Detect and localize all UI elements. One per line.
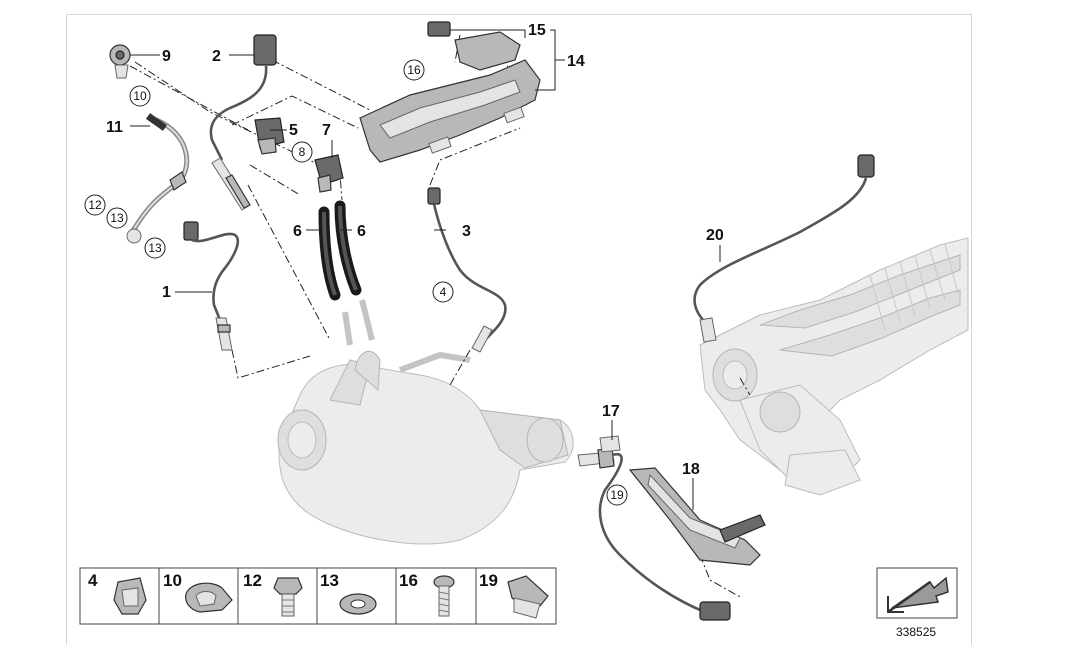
callout-9: 9 (162, 48, 171, 65)
callout-1: 1 (162, 284, 171, 301)
small-parts-legend: 4 10 12 13 16 19 (79, 567, 557, 625)
sensor-3 (427, 187, 507, 353)
hoses-6 (318, 200, 362, 301)
svg-text:19: 19 (479, 571, 498, 590)
temperature-sensor-1 (183, 221, 240, 351)
callout-3: 3 (462, 223, 471, 240)
callout-labels: 9 2 11 5 7 6 6 3 1 15 14 17 18 20 (106, 22, 724, 478)
circled-callout-16: 16 (403, 59, 425, 81)
circled-callout-19: 19 (606, 484, 628, 506)
svg-text:19: 19 (610, 488, 624, 502)
callout-15: 15 (528, 22, 546, 39)
callout-5: 5 (289, 122, 298, 139)
orientation-arrow-box (876, 567, 958, 619)
circled-callout-4: 4 (432, 281, 454, 303)
svg-text:12: 12 (243, 571, 262, 590)
pressure-line-assembly (109, 44, 190, 244)
svg-text:4: 4 (440, 285, 447, 299)
legend-item-12: 12 (243, 571, 303, 617)
callout-17: 17 (602, 403, 620, 420)
circled-callout-10: 10 (129, 85, 151, 107)
pressure-sensor-5 (254, 117, 285, 155)
intake-manifold-ghost (699, 237, 969, 496)
callout-7: 7 (322, 122, 331, 139)
arrow-direction-icon (887, 576, 949, 614)
leader-lines (130, 29, 721, 510)
circled-callout-12: 12 (84, 194, 106, 216)
legend-item-13: 13 (320, 571, 377, 615)
svg-text:13: 13 (148, 241, 162, 255)
circled-callout-13-a: 13 (106, 207, 128, 229)
callout-18: 18 (682, 461, 700, 478)
legend-item-19: 19 (479, 571, 549, 619)
sensor-17 (577, 435, 731, 621)
callout-20: 20 (706, 227, 724, 244)
legend-item-10: 10 (163, 571, 233, 613)
svg-text:16: 16 (407, 63, 421, 77)
callout-6-right: 6 (357, 223, 366, 240)
svg-text:10: 10 (163, 571, 182, 590)
sensor-bracket (359, 21, 541, 163)
svg-text:4: 4 (88, 571, 98, 590)
callout-6-left: 6 (293, 223, 302, 240)
pressure-sensor-7 (314, 154, 344, 193)
sensor-2 (209, 34, 277, 211)
svg-text:12: 12 (88, 198, 102, 212)
reference-number: 338525 (896, 625, 936, 639)
circled-callout-8: 8 (291, 141, 313, 163)
callout-11: 11 (106, 119, 123, 136)
svg-text:13: 13 (320, 571, 339, 590)
legend-item-4: 4 (88, 571, 147, 615)
svg-text:13: 13 (110, 211, 124, 225)
circled-callouts: 10 16 8 12 13 13 4 19 (84, 59, 628, 506)
particulate-filter-ghost (277, 299, 574, 545)
sensor-20 (693, 154, 875, 343)
callout-2: 2 (212, 48, 221, 65)
svg-text:10: 10 (133, 89, 147, 103)
circled-callout-13-b: 13 (144, 237, 166, 259)
callout-14: 14 (567, 53, 585, 70)
svg-text:8: 8 (299, 145, 306, 159)
legend-item-16: 16 (399, 571, 455, 617)
bracket-18 (628, 467, 766, 566)
svg-text:16: 16 (399, 571, 418, 590)
